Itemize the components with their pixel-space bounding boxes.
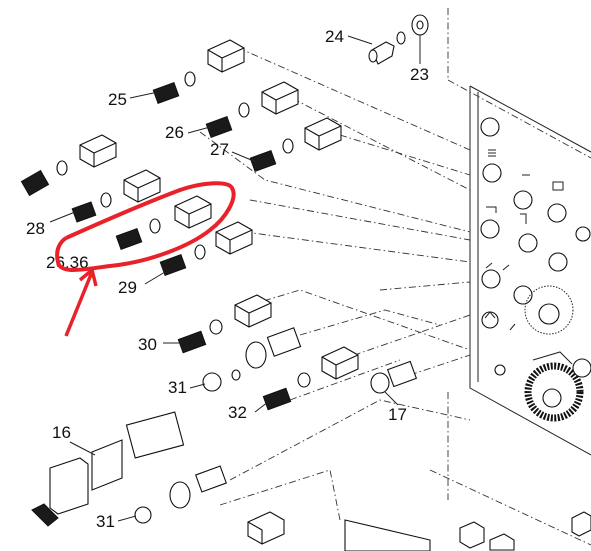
switch-parts — [20, 14, 591, 551]
callout-24: 24 — [325, 27, 344, 46]
potentiometers — [31, 327, 418, 527]
switch-body-8 — [234, 294, 272, 328]
switch-body-4 — [79, 134, 117, 168]
callout-labels: 24 23 25 26 27 28 26,36 29 30 31 32 17 1… — [26, 27, 429, 531]
callout-27: 27 — [210, 140, 229, 159]
bottom-switches — [344, 511, 591, 551]
bushings — [20, 82, 292, 411]
highlight-loop — [55, 181, 236, 273]
callout-23: 23 — [410, 65, 429, 84]
switch-body-7 — [215, 221, 253, 255]
callout-31-upper: 31 — [168, 378, 187, 397]
switch-body-5 — [123, 169, 161, 203]
switch-body-3 — [304, 117, 342, 151]
callout-26: 26 — [165, 123, 184, 142]
callout-28: 28 — [26, 219, 45, 238]
callout-leaders — [49, 35, 421, 522]
callout-29: 29 — [118, 278, 137, 297]
highlight-arrow — [64, 268, 98, 337]
callout-16: 16 — [52, 423, 71, 442]
washers — [56, 71, 311, 388]
switch-body-10 — [247, 511, 285, 545]
switch-body-6 — [174, 195, 212, 229]
callout-17: 17 — [388, 405, 407, 424]
callout-25: 25 — [108, 90, 127, 109]
red-highlight — [55, 181, 236, 337]
switch-24 — [368, 14, 429, 65]
switch-body-2 — [261, 81, 299, 115]
callout-32: 32 — [228, 403, 247, 422]
switch-body-9 — [321, 346, 359, 380]
callout-31-lower: 31 — [96, 512, 115, 531]
callout-30: 30 — [138, 335, 157, 354]
switch-body-1 — [207, 39, 245, 73]
control-panel — [429, 8, 591, 546]
